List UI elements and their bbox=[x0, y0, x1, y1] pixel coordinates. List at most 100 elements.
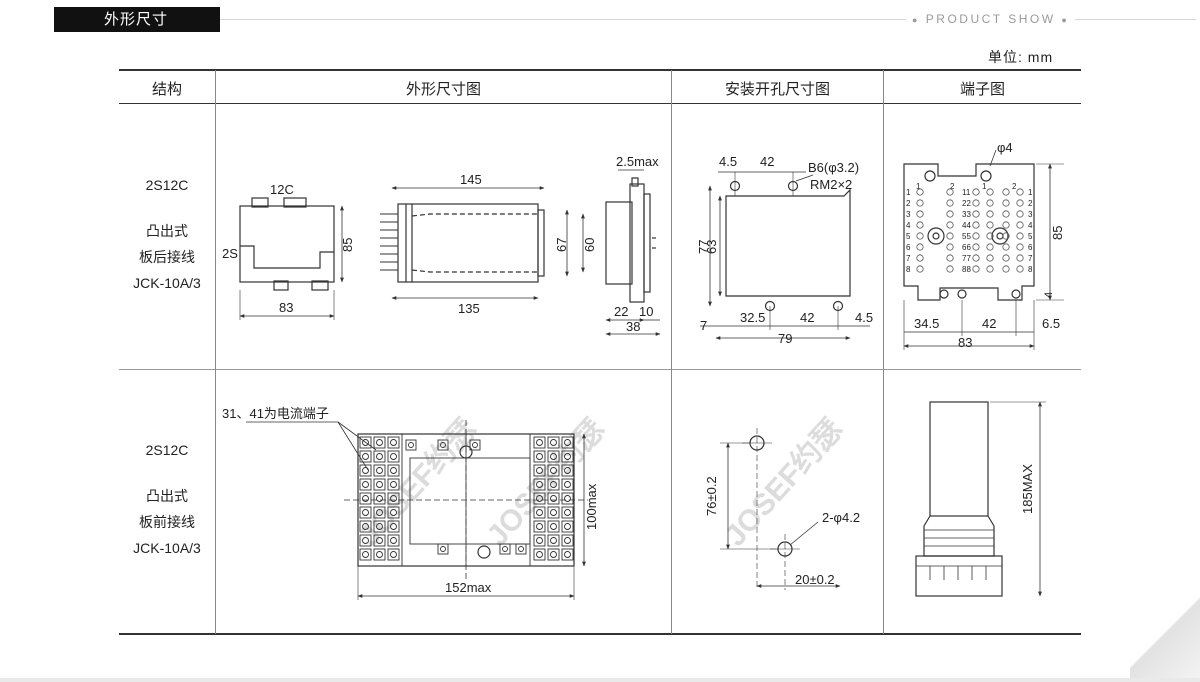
terminal-left-number: 4 bbox=[906, 221, 911, 230]
terminal-block bbox=[359, 450, 372, 463]
cutout2-height: 76±0.2 bbox=[704, 476, 719, 516]
terminal-pin bbox=[986, 188, 994, 196]
terminal-block bbox=[547, 548, 560, 561]
terminal-pin bbox=[986, 221, 994, 229]
row2-mount: 凸出式 bbox=[146, 488, 188, 504]
table-col-rule-3 bbox=[883, 70, 884, 634]
terminal-block bbox=[561, 464, 574, 477]
terminal-block bbox=[547, 492, 560, 505]
terminal-top-number: 1 bbox=[982, 182, 987, 191]
terminal-top-number: 1 bbox=[916, 182, 921, 191]
terminal-left-number: 7 bbox=[906, 254, 911, 263]
terminal-block bbox=[359, 520, 372, 533]
terminal-pin bbox=[946, 188, 954, 196]
terminal-pin bbox=[1002, 188, 1010, 196]
terminal-screw bbox=[376, 523, 383, 530]
terminal-left-number: 5 bbox=[906, 232, 911, 241]
terminal-outline bbox=[903, 163, 1035, 301]
front-side-label: 2S bbox=[222, 246, 238, 261]
terminal-mid-number: 66 bbox=[962, 243, 971, 252]
terminal-mid-number: 33 bbox=[962, 210, 971, 219]
terminal-mid-number: 22 bbox=[962, 199, 971, 208]
page-curl-corner bbox=[1130, 587, 1200, 682]
terminal-screw bbox=[390, 467, 397, 474]
terminal-screw bbox=[550, 509, 557, 516]
terminal-pin bbox=[916, 232, 924, 240]
product-show-text: PRODUCT SHOW bbox=[925, 12, 1056, 26]
terminal-pin bbox=[1002, 265, 1010, 273]
terminal-screw bbox=[536, 509, 543, 516]
terminal-block bbox=[561, 450, 574, 463]
end-b1-dim: 22 bbox=[614, 304, 628, 319]
terminal-block bbox=[561, 436, 574, 449]
terminal-block bbox=[547, 436, 560, 449]
terminal-block bbox=[387, 450, 400, 463]
terminal-block bbox=[533, 492, 546, 505]
row1-wiring: 板后接线 bbox=[139, 249, 195, 265]
terminal-pin bbox=[1002, 199, 1010, 207]
terminal-pin bbox=[986, 210, 994, 218]
col-header-structure: 结构 bbox=[151, 81, 182, 98]
cutout-hole-note1: B6(φ3.2) bbox=[808, 160, 859, 175]
row2-label: 2S12C 凸出式 板前接线 JCK-10A/3 bbox=[119, 437, 215, 561]
terminal-b1: 34.5 bbox=[914, 316, 939, 331]
terminal-block bbox=[547, 464, 560, 477]
terminal-block bbox=[359, 436, 372, 449]
terminal-block bbox=[359, 492, 372, 505]
terminal-block bbox=[405, 439, 417, 451]
terminal-pin bbox=[972, 243, 980, 251]
row2-terminal-labels: 185MAX bbox=[1020, 464, 1035, 514]
terminal-screw bbox=[536, 495, 543, 502]
terminal-pin bbox=[986, 254, 994, 262]
terminal-screw bbox=[362, 509, 369, 516]
front-terminal-top-1 bbox=[251, 197, 269, 208]
terminal-pin bbox=[946, 210, 954, 218]
terminal-block bbox=[561, 548, 574, 561]
terminal-mid-number: 88 bbox=[962, 265, 971, 274]
terminal-screw bbox=[390, 481, 397, 488]
side-bottom-dim: 135 bbox=[458, 301, 480, 316]
terminal-block bbox=[533, 478, 546, 491]
terminal-screw bbox=[390, 537, 397, 544]
table-col-rule-2 bbox=[671, 70, 672, 634]
row2-wiring: 板前接线 bbox=[139, 514, 195, 530]
end-top-dim: 2.5max bbox=[616, 154, 659, 169]
terminal-block bbox=[515, 543, 527, 555]
terminal-b2: 42 bbox=[982, 316, 996, 331]
terminal-left-number: 1 bbox=[906, 188, 911, 197]
terminal-right-number: 5 bbox=[1028, 232, 1033, 241]
watermark-3: JOSEF约瑟 bbox=[719, 413, 849, 553]
row1-terminal-labels: φ4 85 4 34.5 42 6.5 83 bbox=[914, 140, 1065, 350]
terminal-block bbox=[373, 464, 386, 477]
front-view-body bbox=[239, 205, 335, 283]
terminal-screw bbox=[376, 439, 383, 446]
terminal-block bbox=[373, 534, 386, 547]
terminal-screw bbox=[362, 467, 369, 474]
terminal-screw bbox=[472, 442, 478, 448]
terminal-screw bbox=[376, 453, 383, 460]
cutout-b-total: 79 bbox=[778, 331, 792, 346]
side-height-b-dim: 60 bbox=[582, 238, 597, 252]
terminal-pin bbox=[972, 254, 980, 262]
terminal-screw bbox=[502, 546, 508, 552]
cutout-b2: 42 bbox=[800, 310, 814, 325]
terminal-screw bbox=[564, 495, 571, 502]
terminal-block bbox=[359, 548, 372, 561]
terminal-block bbox=[359, 478, 372, 491]
terminal-pin bbox=[1016, 243, 1024, 251]
relay-height: 185MAX bbox=[1020, 464, 1035, 514]
terminal-block bbox=[387, 436, 400, 449]
terminal-screw bbox=[550, 537, 557, 544]
terminal-screw bbox=[362, 495, 369, 502]
terminal-pin bbox=[1002, 243, 1010, 251]
cutout-h-inner: 63 bbox=[704, 240, 719, 254]
terminal-screw bbox=[362, 537, 369, 544]
bottom-shade bbox=[0, 678, 1200, 682]
cutout-d2: 42 bbox=[760, 154, 774, 169]
terminal-block bbox=[373, 548, 386, 561]
terminal-mid-number: 11 bbox=[962, 188, 971, 197]
terminal-right-number: 8 bbox=[1028, 265, 1033, 274]
terminal-pin bbox=[972, 232, 980, 240]
terminal-block bbox=[561, 478, 574, 491]
